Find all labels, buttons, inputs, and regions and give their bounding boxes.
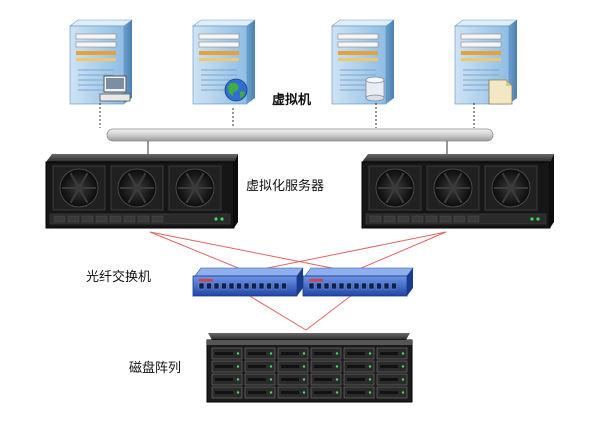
bus-to-server-connectors — [147, 141, 448, 154]
fan-icon — [368, 165, 422, 211]
fc-switch-2 — [302, 267, 414, 297]
vm-server-1 — [69, 19, 133, 105]
network-bus — [106, 128, 494, 142]
label-virtualization-servers: 虚拟化服务器 — [246, 178, 324, 194]
globe-icon — [224, 78, 248, 102]
label-disk-array: 磁盘阵列 — [129, 360, 181, 376]
vm-connectors — [99, 103, 475, 128]
fan-icon — [426, 165, 480, 211]
vm-server-3 — [331, 19, 395, 105]
virtualization-server-1 — [45, 154, 238, 229]
fan-icon — [484, 165, 538, 211]
fan-icon — [168, 165, 222, 211]
computer-icon — [99, 75, 131, 102]
fibre-channel-links — [149, 231, 447, 331]
document-icon — [488, 79, 513, 105]
database-icon — [365, 76, 385, 102]
fc-switch-1 — [192, 267, 304, 297]
label-vm: 虚拟机 — [272, 92, 311, 108]
disk-array — [206, 333, 413, 403]
virtualization-server-2 — [361, 154, 554, 229]
label-fc-switch: 光纤交换机 — [86, 269, 151, 285]
fan-icon — [110, 165, 164, 211]
fan-icon — [52, 165, 106, 211]
